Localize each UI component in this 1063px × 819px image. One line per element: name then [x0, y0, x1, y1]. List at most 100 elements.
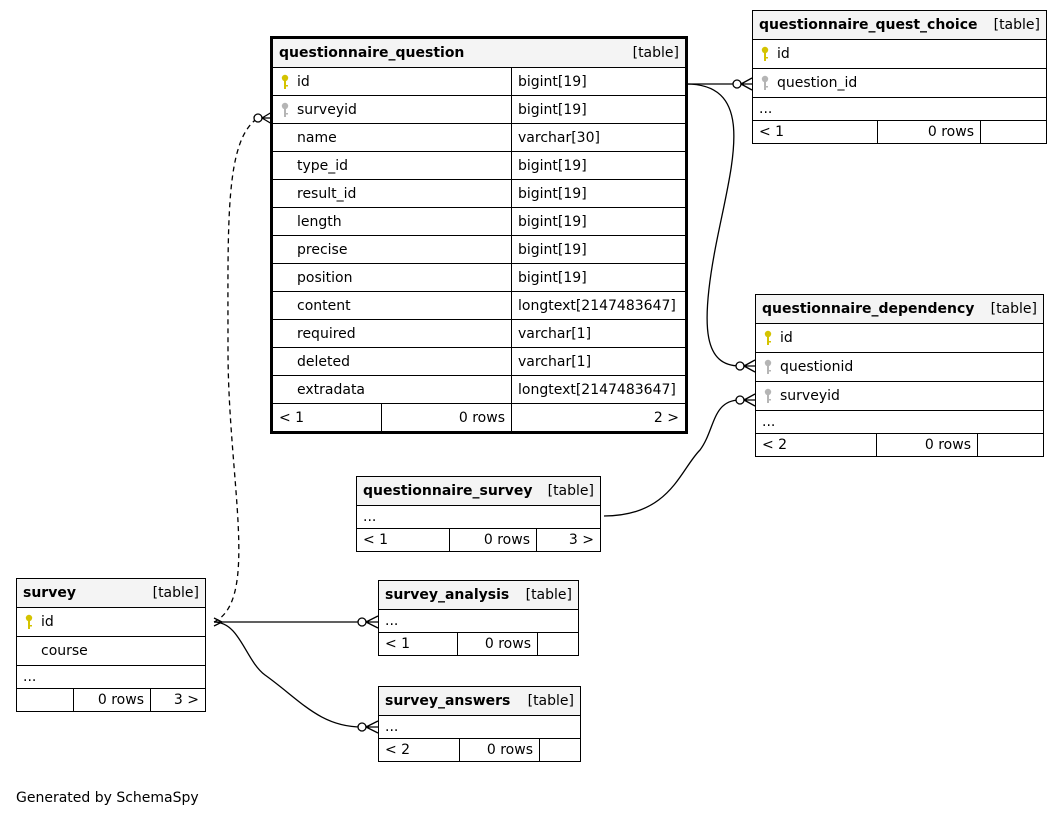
table-row[interactable]: id [16, 607, 206, 637]
column-name: surveyid [780, 388, 840, 404]
column-name-cell: deleted [272, 347, 512, 376]
column-name: id [297, 73, 310, 90]
column-type: bigint[19] [511, 207, 686, 236]
edge-question-dependency [685, 83, 741, 367]
column-name: extradata [297, 381, 366, 398]
table-header: questionnaire_survey [table] [356, 476, 601, 506]
table-header: survey_answers [table] [378, 686, 581, 716]
columns-ellipsis: ... [755, 410, 1044, 434]
column-name: id [780, 330, 793, 346]
footer-parents[interactable]: < 1 [356, 528, 450, 552]
foreign-key-icon [281, 102, 289, 117]
table-name: survey [23, 585, 76, 601]
table-kind: [table] [990, 301, 1037, 317]
table-kind: [table] [993, 17, 1040, 33]
footer-parents[interactable] [16, 688, 74, 712]
column-name: length [297, 213, 342, 230]
table-name: questionnaire_survey [363, 483, 533, 499]
column-name-cell: length [272, 207, 512, 236]
footer-children[interactable] [977, 433, 1044, 457]
column-name-cell: content [272, 291, 512, 320]
column-type: varchar[1] [511, 347, 686, 376]
table-header: questionnaire_question [table] [272, 38, 686, 68]
table-kind: [table] [152, 585, 199, 601]
column-name-cell: name [272, 123, 512, 152]
footer-children[interactable]: 2 > [511, 403, 686, 432]
column-name-cell: surveyid [755, 381, 1044, 411]
table-questionnaire-dependency[interactable]: questionnaire_dependency [table] id quest… [755, 294, 1044, 457]
table-row[interactable]: length bigint[19] [272, 207, 686, 236]
column-type: varchar[1] [511, 319, 686, 348]
column-type: bigint[19] [511, 151, 686, 180]
footer-parents[interactable]: < 1 [272, 403, 382, 432]
footer-parents[interactable]: < 2 [755, 433, 877, 457]
table-header: survey_analysis [table] [378, 580, 579, 610]
footer-rows: 0 rows [73, 688, 151, 712]
key-icon [764, 330, 772, 345]
columns-ellipsis: ... [752, 97, 1047, 121]
column-name: question_id [777, 75, 858, 91]
footer-children[interactable]: 3 > [150, 688, 206, 712]
column-type: bigint[19] [511, 235, 686, 264]
foreign-key-icon [761, 75, 769, 90]
column-name: result_id [297, 185, 357, 202]
table-header: questionnaire_dependency [table] [755, 294, 1044, 324]
column-name: precise [297, 241, 348, 258]
column-name: course [41, 643, 88, 659]
column-name: questionid [780, 359, 854, 375]
column-name-cell: course [16, 636, 206, 666]
key-icon [281, 74, 289, 89]
edge-survey-questionnaire-question [213, 117, 259, 623]
column-type: varchar[30] [511, 123, 686, 152]
column-name: required [297, 325, 356, 342]
table-kind: [table] [547, 483, 594, 499]
footer-children[interactable]: 3 > [536, 528, 601, 552]
table-survey-answers[interactable]: survey_answers [table] ... < 2 0 rows [378, 686, 581, 762]
table-row[interactable]: id [755, 323, 1044, 353]
table-row[interactable]: id [752, 39, 1047, 69]
table-kind: [table] [527, 693, 574, 709]
table-row[interactable]: questionid [755, 352, 1044, 382]
table-row[interactable]: surveyid [755, 381, 1044, 411]
column-name-cell: required [272, 319, 512, 348]
table-row[interactable]: precise bigint[19] [272, 235, 686, 264]
table-row[interactable]: required varchar[1] [272, 319, 686, 348]
footer-children[interactable] [537, 632, 579, 656]
table-kind: [table] [632, 45, 679, 61]
footer-parents[interactable]: < 2 [378, 738, 460, 762]
column-type: longtext[2147483647] [511, 291, 686, 320]
footer-rows: 0 rows [381, 403, 512, 432]
table-questionnaire-survey[interactable]: questionnaire_survey [table] ... < 1 0 r… [356, 476, 601, 552]
footer-rows: 0 rows [449, 528, 537, 552]
table-row[interactable]: course [16, 636, 206, 666]
table-row[interactable]: question_id [752, 68, 1047, 98]
table-survey-analysis[interactable]: survey_analysis [table] ... < 1 0 rows [378, 580, 579, 656]
footer-parents[interactable]: < 1 [378, 632, 458, 656]
table-name: survey_analysis [385, 587, 510, 603]
footer-parents[interactable]: < 1 [752, 120, 878, 144]
edge-survey-answers [213, 621, 363, 728]
column-name-cell: id [752, 39, 1047, 69]
column-name-cell: questionid [755, 352, 1044, 382]
column-type: bigint[19] [511, 95, 686, 124]
table-questionnaire-quest-choice[interactable]: questionnaire_quest_choice [table] id que… [752, 10, 1047, 144]
footer-children[interactable] [539, 738, 581, 762]
column-name-cell: surveyid [272, 95, 512, 124]
table-name: survey_answers [385, 693, 511, 709]
column-name-cell: id [272, 67, 512, 96]
column-name-cell: extradata [272, 375, 512, 404]
table-header: questionnaire_quest_choice [table] [752, 10, 1047, 40]
column-name-cell: result_id [272, 179, 512, 208]
footer-children[interactable] [980, 120, 1047, 144]
